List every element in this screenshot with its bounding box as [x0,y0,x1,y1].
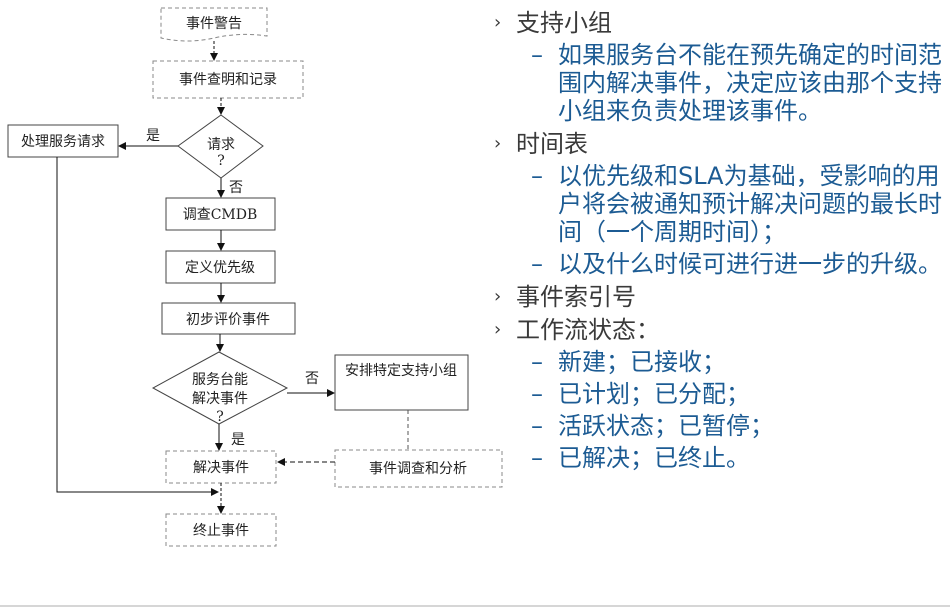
sub-bullet-text: 已解决；已终止。 [558,444,750,472]
node-initial-assess: 初步评价事件 [161,302,296,335]
decision-request-label: 请求 [207,137,235,153]
dash-marker: – [531,380,543,408]
node-check-cmdb-label: 调查CMDB [183,207,258,223]
decision-request: 请求 ? [177,114,264,179]
node-alert: 事件警告 [160,7,268,42]
dash-marker: – [531,412,543,440]
sub-bullet-text: 以优先级和SLA为基础，受影响的用户将会被通知预计解决问题的最长时间（一个周期时… [558,162,942,246]
dash-marker: – [531,250,543,278]
decision-desk-can-resolve: 服务台能 解决事件 ? [151,351,289,425]
node-handle-service-request-label: 处理服务请求 [21,134,105,150]
bullet-heading: 时间表 [516,130,588,158]
node-identify-record: 事件查明和记录 [152,60,304,99]
decision-desk-label-1: 服务台能 [192,372,248,388]
dash-marker: – [531,162,543,190]
sub-bullet: –已计划；已分配； [488,380,948,408]
chevron-right-icon: › [494,319,502,340]
bullet-timeline: › 时间表 [488,129,948,159]
decision-desk-q: ? [216,409,224,425]
node-investigate-analyze-label: 事件调查和分析 [369,461,467,477]
dash-marker: – [531,348,543,376]
incident-flowchart: 事件警告 事件查明和记录 请求 ? 是 处理服务请求 否 调查CMDB 定义优先… [7,7,503,547]
sub-bullet: – 已解决；已终止。 [488,444,948,472]
sub-bullet: –如果服务台不能在预先确定的时间范围内解决事件，决定应该由那个支持小组来负责处理… [488,41,948,125]
node-handle-service-request: 处理服务请求 [7,124,119,158]
node-initial-assess-label: 初步评价事件 [186,311,270,328]
sub-bullet-text: 以及什么时候可进行进一步的升级。 [558,250,942,278]
decision-request-q: ? [217,153,225,169]
bullet-heading: 事件索引号 [516,283,636,311]
node-investigate-analyze: 事件调查和分析 [334,449,503,488]
node-define-priority: 定义优先级 [165,250,276,284]
node-close: 终止事件 [165,513,277,547]
bullet-list: ›支持小组 –如果服务台不能在预先确定的时间范围内解决事件，决定应该由那个支持小… [488,8,948,476]
node-close-label: 终止事件 [193,523,249,539]
node-check-cmdb: 调查CMDB [165,197,276,231]
label-no-1: 否 [229,180,243,196]
sub-bullet-text: 已计划；已分配； [558,380,750,408]
chevron-right-icon: › [494,12,502,33]
bullet-support-group: › 支持小组 [488,8,948,38]
bottom-divider [0,605,950,607]
bullet-heading: 工作流状态： [516,316,660,344]
label-yes-1: 是 [146,128,160,144]
bullet-heading: 支持小组 [516,9,612,37]
sub-bullet: –以优先级和SLA为基础，受影响的用户将会被通知预计解决问题的最长时间（一个周期… [488,162,948,246]
sub-bullet-text: 活跃状态；已暂停； [558,412,774,440]
chevron-right-icon: › [494,133,502,154]
decision-desk-label-2: 解决事件 [192,391,248,407]
label-no-2: 否 [305,371,319,387]
node-assign-support-group-label: 安排特定支持小组 [345,363,457,379]
sub-bullet: –新建；已接收； [488,348,948,376]
node-resolve: 解决事件 [165,450,277,484]
node-alert-label: 事件警告 [186,16,242,32]
chevron-right-icon: › [494,286,502,307]
bullet-workflow-status: › 工作流状态： [488,315,948,345]
node-define-priority-label: 定义优先级 [185,260,255,276]
bullet-incident-index: › 事件索引号 [488,282,948,312]
node-resolve-label: 解决事件 [193,460,249,476]
dash-marker: – [531,41,543,69]
dash-marker: – [531,444,543,472]
sub-bullet-text: 新建；已接收； [558,348,726,376]
arrow-service-request-to-close [56,157,219,496]
sub-bullet: –以及什么时候可进行进一步的升级。 [488,250,948,278]
sub-bullet-text: 如果服务台不能在预先确定的时间范围内解决事件，决定应该由那个支持小组来负责处理该… [558,41,942,125]
node-assign-support-group: 安排特定支持小组 [334,354,469,411]
sub-bullet: –活跃状态；已暂停； [488,412,948,440]
label-yes-2: 是 [231,432,245,448]
node-identify-record-label: 事件查明和记录 [179,72,277,88]
